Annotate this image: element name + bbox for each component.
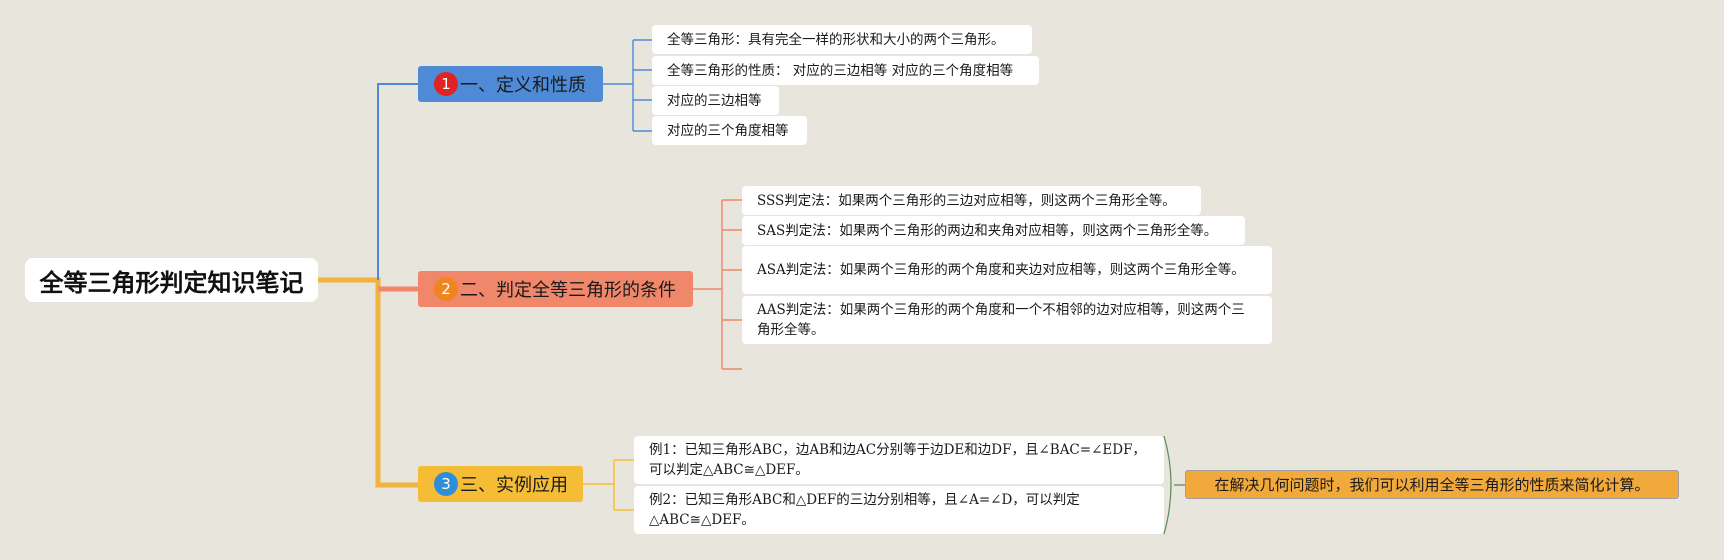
leaf-equal-sides[interactable]: 对应的三边相等 bbox=[652, 86, 779, 115]
number-badge: 2 bbox=[434, 277, 458, 301]
leaf-properties[interactable]: 全等三角形的性质： 对应的三边相等 对应的三个角度相等 bbox=[652, 56, 1039, 85]
leaf-definition[interactable]: 全等三角形：具有完全一样的形状和大小的两个三角形。 bbox=[652, 25, 1032, 54]
root-connector-branch-1 bbox=[377, 83, 418, 280]
root-topic[interactable]: 全等三角形判定知识笔记 bbox=[25, 258, 318, 302]
branch-conditions[interactable]: 2 二、判定全等三角形的条件 bbox=[418, 271, 693, 307]
leaf-sas[interactable]: SAS判定法：如果两个三角形的两边和夹角对应相等，则这两个三角形全等。 bbox=[742, 216, 1245, 245]
branch-1-connector bbox=[603, 39, 652, 132]
summary-note[interactable]: 在解决几何问题时，我们可以利用全等三角形的性质来简化计算。 bbox=[1185, 470, 1679, 499]
branch-label: 二、判定全等三角形的条件 bbox=[460, 280, 676, 301]
leaf-example-1[interactable]: 例1：已知三角形ABC，边AB和边AC分别等于边DE和边DF，且∠BAC=∠ED… bbox=[634, 436, 1164, 484]
number-badge: 1 bbox=[434, 72, 458, 96]
number-badge: 3 bbox=[434, 472, 458, 496]
leaf-equal-angles[interactable]: 对应的三个角度相等 bbox=[652, 116, 807, 145]
branch-label: 三、实例应用 bbox=[460, 475, 568, 496]
branch-examples[interactable]: 3 三、实例应用 bbox=[418, 466, 583, 502]
branch-definition[interactable]: 1 一、定义和性质 bbox=[418, 66, 603, 102]
root-trunk-line bbox=[318, 277, 418, 488]
branch-3-connector bbox=[583, 459, 634, 511]
branch-2-connector bbox=[693, 199, 742, 370]
leaf-example-2[interactable]: 例2：已知三角形ABC和△DEF的三边分别相等，且∠A=∠D，可以判定△ABC≅… bbox=[634, 486, 1164, 534]
leaf-aas[interactable]: AAS判定法：如果两个三角形的两个角度和一个不相邻的边对应相等，则这两个三角形全… bbox=[742, 296, 1272, 344]
summary-bracket bbox=[1163, 435, 1185, 535]
leaf-sss[interactable]: SSS判定法：如果两个三角形的三边对应相等，则这两个三角形全等。 bbox=[742, 186, 1201, 215]
branch-label: 一、定义和性质 bbox=[460, 75, 586, 96]
leaf-asa[interactable]: ASA判定法：如果两个三角形的两个角度和夹边对应相等，则这两个三角形全等。 bbox=[742, 246, 1272, 294]
